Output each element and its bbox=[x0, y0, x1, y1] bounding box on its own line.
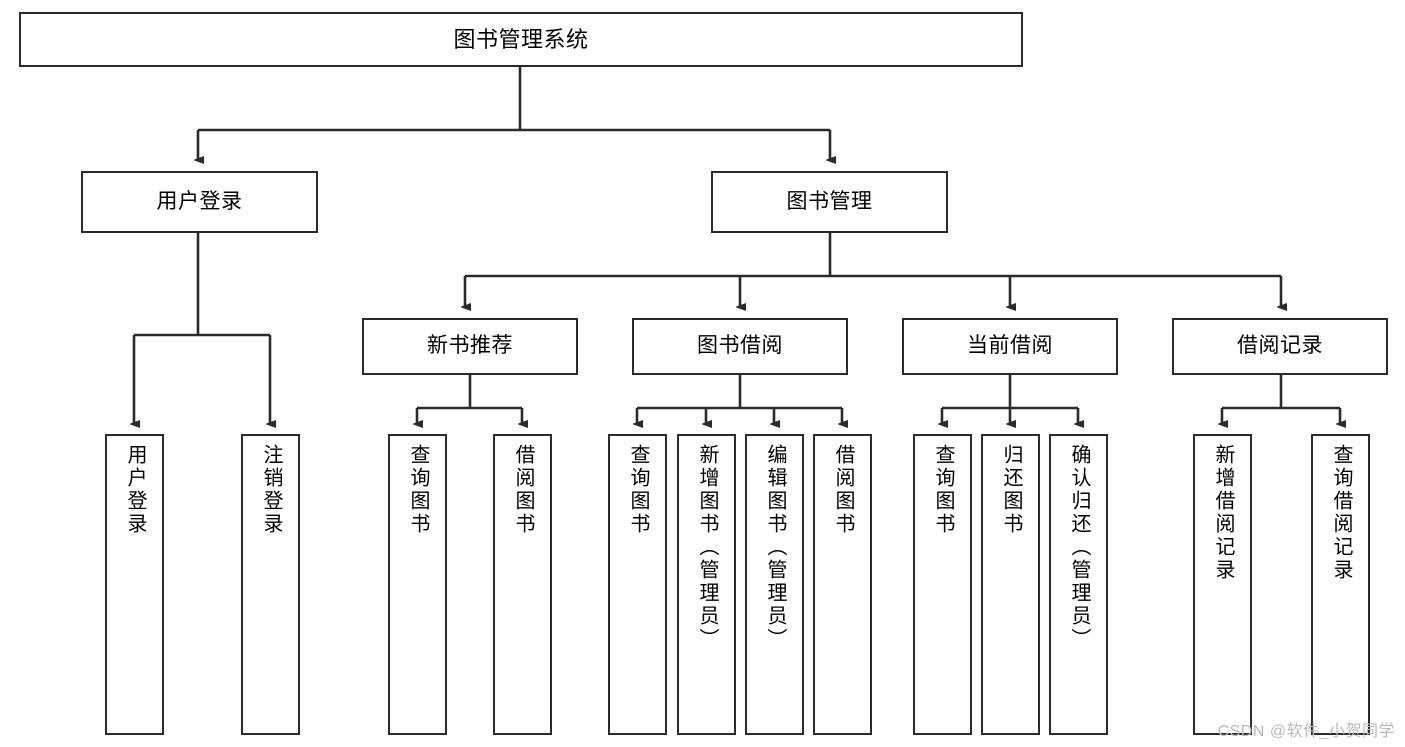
node-label: 编辑图书（管理员） bbox=[764, 444, 786, 651]
node-label: 借阅图书 bbox=[512, 444, 534, 536]
node-label: 注销登录 bbox=[260, 444, 282, 536]
node-leaf-query-book-recommend[interactable]: 查询图书 bbox=[388, 434, 447, 735]
node-leaf-add-book[interactable]: 新增图书（管理员） bbox=[677, 434, 736, 735]
node-book-borrow[interactable]: 图书借阅 bbox=[632, 318, 848, 375]
node-label: 图书管理 bbox=[786, 189, 873, 213]
node-root-book-management-system[interactable]: 图书管理系统 bbox=[19, 12, 1023, 67]
node-leaf-user-logout[interactable]: 注销登录 bbox=[241, 434, 300, 735]
node-label: 图书管理系统 bbox=[453, 26, 589, 52]
node-borrow-record[interactable]: 借阅记录 bbox=[1172, 318, 1388, 375]
node-label: 归还图书 bbox=[1000, 444, 1022, 536]
node-label: 确认归还（管理员） bbox=[1068, 444, 1090, 651]
node-leaf-query-book-borrow[interactable]: 查询图书 bbox=[608, 434, 667, 735]
node-label: 当前借阅 bbox=[967, 334, 1053, 358]
node-leaf-query-book-current[interactable]: 查询图书 bbox=[913, 434, 972, 735]
node-new-book-recommend[interactable]: 新书推荐 bbox=[362, 318, 578, 375]
node-book-management[interactable]: 图书管理 bbox=[711, 171, 948, 233]
node-label: 新书推荐 bbox=[427, 334, 513, 358]
node-label: 借阅记录 bbox=[1237, 334, 1323, 358]
node-label: 查询图书 bbox=[407, 444, 429, 536]
node-label: 查询图书 bbox=[932, 444, 954, 536]
node-leaf-borrow-book[interactable]: 借阅图书 bbox=[813, 434, 872, 735]
node-leaf-borrow-book-recommend[interactable]: 借阅图书 bbox=[493, 434, 552, 735]
node-label: 查询借阅记录 bbox=[1330, 444, 1352, 582]
node-leaf-edit-book[interactable]: 编辑图书（管理员） bbox=[745, 434, 804, 735]
node-label: 查询图书 bbox=[627, 444, 649, 536]
node-leaf-query-borrow-record[interactable]: 查询借阅记录 bbox=[1311, 434, 1370, 735]
node-leaf-user-login[interactable]: 用户登录 bbox=[105, 434, 164, 735]
node-user-login[interactable]: 用户登录 bbox=[81, 171, 318, 233]
node-label: 借阅图书 bbox=[832, 444, 854, 536]
node-label: 用户登录 bbox=[124, 444, 146, 536]
node-current-borrow[interactable]: 当前借阅 bbox=[902, 318, 1118, 375]
node-label: 新增图书（管理员） bbox=[696, 444, 718, 651]
node-label: 图书借阅 bbox=[697, 334, 783, 358]
node-label: 用户登录 bbox=[156, 189, 243, 213]
node-leaf-confirm-return[interactable]: 确认归还（管理员） bbox=[1049, 434, 1108, 735]
node-leaf-add-borrow-record[interactable]: 新增借阅记录 bbox=[1193, 434, 1252, 735]
node-label: 新增借阅记录 bbox=[1212, 444, 1234, 582]
node-leaf-return-book[interactable]: 归还图书 bbox=[981, 434, 1040, 735]
watermark: CSDN @软件_小贺同学 bbox=[1217, 723, 1395, 740]
